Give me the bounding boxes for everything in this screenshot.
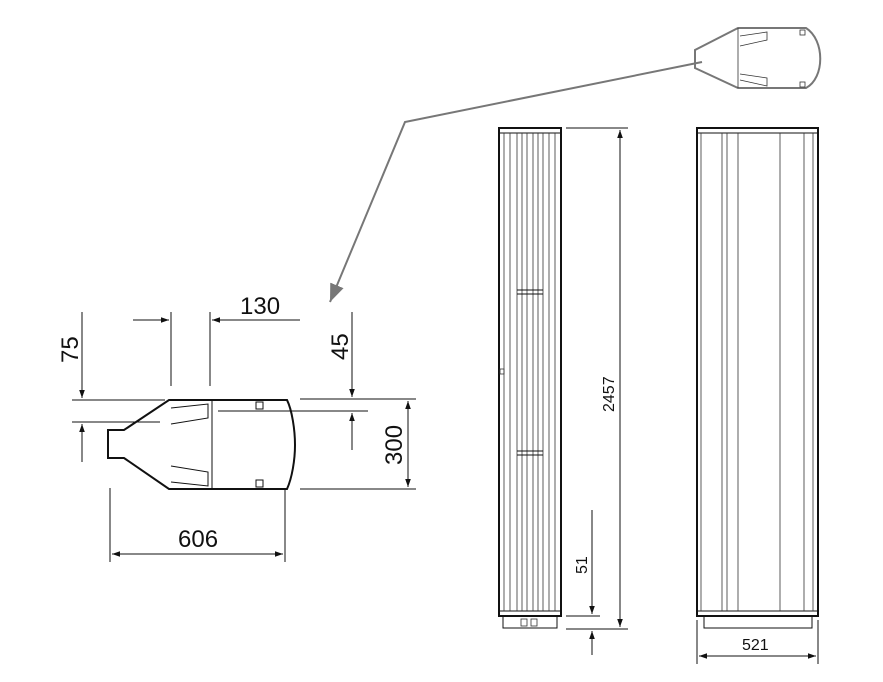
dimension-2457: 2457 — [566, 127, 628, 630]
plan-view-detail — [694, 27, 822, 89]
dim-label-2457: 2457 — [601, 376, 618, 412]
dim-label-45: 45 — [327, 333, 354, 360]
dimension-130: 130 — [133, 293, 300, 386]
front-elevation — [696, 127, 819, 629]
dimension-75: 75 — [57, 312, 165, 462]
dim-label-130: 130 — [240, 293, 280, 320]
leader-arrow — [329, 61, 703, 303]
dimension-45: 45 — [218, 312, 368, 450]
dim-label-606: 606 — [178, 526, 218, 553]
dimension-51: 51 — [566, 510, 600, 655]
dim-label-521: 521 — [742, 637, 769, 654]
plan-view-section — [107, 399, 297, 490]
dim-label-75: 75 — [57, 336, 84, 363]
dim-label-51: 51 — [574, 556, 591, 574]
dimension-606: 606 — [109, 488, 286, 562]
dimension-521: 521 — [696, 620, 819, 664]
side-elevation — [498, 127, 562, 629]
dim-label-300: 300 — [381, 425, 408, 465]
dimension-300: 300 — [300, 398, 416, 490]
